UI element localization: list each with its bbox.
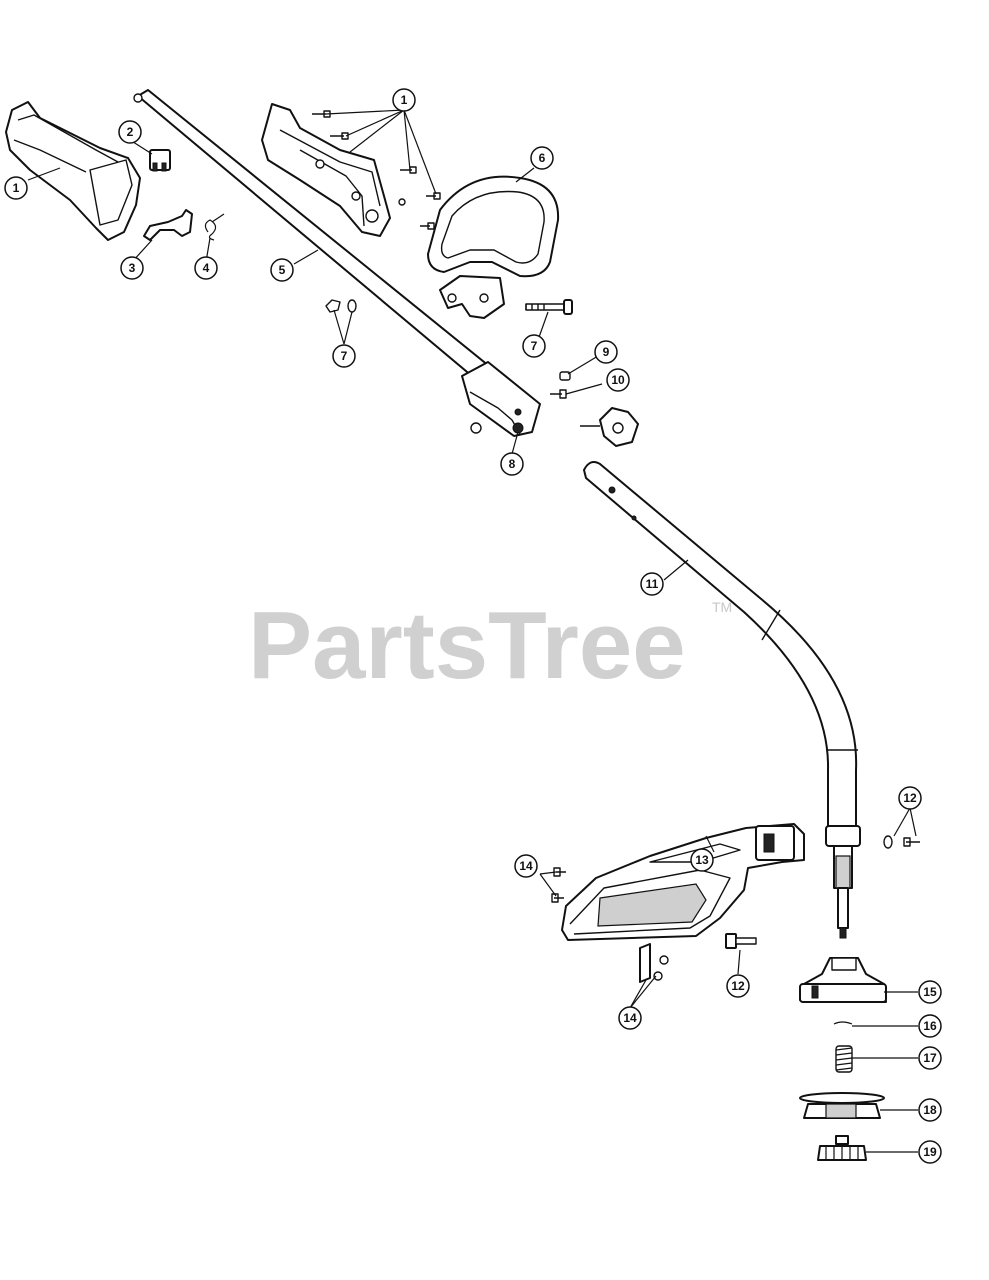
shaft-nut bbox=[470, 422, 482, 434]
callout-14b: 14 bbox=[618, 1006, 642, 1030]
svg-text:14: 14 bbox=[519, 859, 533, 873]
callout-1a: 1 bbox=[4, 176, 28, 200]
callout-3: 3 bbox=[120, 256, 144, 280]
handle-housing-right bbox=[261, 103, 391, 237]
trigger-switch bbox=[149, 149, 171, 172]
housing-screws bbox=[312, 110, 441, 230]
callout-7a: 7 bbox=[332, 344, 356, 368]
callout-9: 9 bbox=[594, 340, 618, 364]
svg-text:5: 5 bbox=[279, 263, 286, 277]
spool-housing bbox=[799, 957, 887, 1003]
callout-6: 6 bbox=[530, 146, 554, 170]
guard-screws bbox=[551, 867, 566, 903]
trimmer-spool bbox=[799, 1092, 885, 1119]
clamp-washer-screw bbox=[883, 835, 920, 849]
svg-text:18: 18 bbox=[923, 1103, 937, 1117]
svg-text:15: 15 bbox=[923, 985, 937, 999]
svg-text:12: 12 bbox=[731, 979, 745, 993]
callout-12b: 12 bbox=[726, 974, 750, 998]
callout-13: 13 bbox=[690, 848, 714, 872]
callout-14a: 14 bbox=[514, 854, 538, 878]
callout-17: 17 bbox=[918, 1046, 942, 1070]
watermark-trademark: TM bbox=[712, 599, 732, 615]
svg-text:19: 19 bbox=[923, 1145, 937, 1159]
callout-8: 8 bbox=[500, 452, 524, 476]
svg-text:1: 1 bbox=[401, 93, 408, 107]
callout-11: 11 bbox=[640, 572, 664, 596]
shaft-clamp bbox=[825, 825, 861, 939]
lower-shaft bbox=[583, 461, 858, 831]
svg-text:14: 14 bbox=[623, 1011, 637, 1025]
watermark: PartsTree TM bbox=[248, 592, 732, 699]
svg-text:4: 4 bbox=[203, 261, 210, 275]
handle-housing-left bbox=[5, 101, 141, 241]
svg-text:12: 12 bbox=[903, 791, 917, 805]
svg-text:11: 11 bbox=[646, 577, 659, 591]
callout-18: 18 bbox=[918, 1098, 942, 1122]
callout-5: 5 bbox=[270, 258, 294, 282]
spool-spring bbox=[835, 1045, 853, 1073]
svg-text:13: 13 bbox=[695, 853, 709, 867]
debris-guard bbox=[561, 823, 805, 941]
watermark-brand: PartsTree bbox=[248, 592, 686, 699]
svg-text:2: 2 bbox=[127, 125, 134, 139]
callout-7b: 7 bbox=[522, 334, 546, 358]
callout-4: 4 bbox=[194, 256, 218, 280]
handle-nut-washer bbox=[325, 299, 357, 313]
line-cutter-blade bbox=[639, 943, 669, 983]
bump-knob bbox=[817, 1135, 867, 1161]
coupler-screw bbox=[550, 389, 567, 399]
svg-text:8: 8 bbox=[509, 457, 516, 471]
callout-10: 10 bbox=[606, 368, 630, 392]
callout-16: 16 bbox=[918, 1014, 942, 1038]
callout-1b: 1 bbox=[392, 88, 416, 112]
coupler-knob bbox=[580, 407, 639, 447]
trigger-spring bbox=[204, 213, 225, 241]
svg-text:1: 1 bbox=[13, 181, 20, 195]
guard-screw bbox=[725, 933, 757, 949]
callout-15: 15 bbox=[918, 980, 942, 1004]
retainer-clip bbox=[833, 1021, 853, 1025]
upper-shaft bbox=[133, 89, 541, 437]
svg-text:3: 3 bbox=[129, 261, 136, 275]
callout-12a: 12 bbox=[898, 786, 922, 810]
trigger-lever bbox=[143, 209, 193, 241]
handle-bolt bbox=[525, 299, 573, 315]
svg-text:7: 7 bbox=[341, 349, 348, 363]
callout-19: 19 bbox=[918, 1140, 942, 1164]
svg-text:6: 6 bbox=[539, 151, 546, 165]
svg-text:9: 9 bbox=[603, 345, 610, 359]
assist-handle bbox=[427, 175, 560, 319]
svg-text:10: 10 bbox=[611, 373, 625, 387]
svg-text:7: 7 bbox=[531, 339, 538, 353]
callout-2: 2 bbox=[118, 120, 142, 144]
coupler-nut bbox=[559, 371, 571, 381]
svg-text:17: 17 bbox=[923, 1051, 937, 1065]
svg-text:16: 16 bbox=[923, 1019, 937, 1033]
